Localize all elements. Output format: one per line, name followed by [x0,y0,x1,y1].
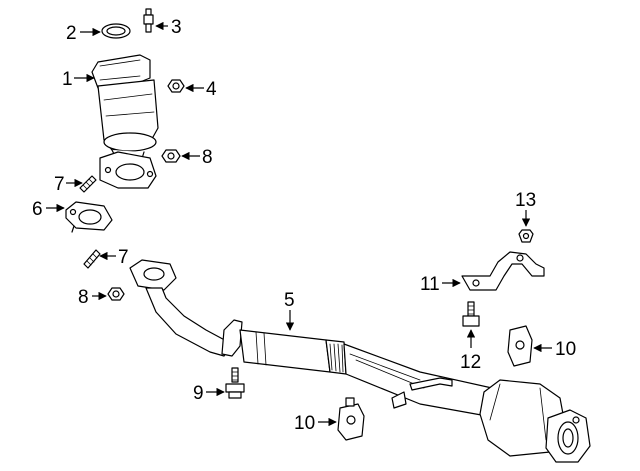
rubber-hanger-part-10-lower [337,397,365,441]
catalytic-converter-part [91,54,159,189]
callout-10-lower: 10 [294,413,315,434]
rubber-hanger-part-10-right [507,325,533,367]
callout-6: 6 [32,199,43,220]
gasket-ring-part [101,23,131,39]
callout-7-lower: 7 [118,247,129,268]
callout-11: 11 [420,274,440,295]
bolt-part-12 [462,301,480,327]
callout-labels: 2 3 1 4 8 7 6 7 8 5 9 10 10 11 12 13 [32,17,576,434]
callout-12: 12 [460,352,481,373]
callout-13: 13 [515,190,536,211]
callout-2: 2 [66,23,77,44]
callout-8-lower: 8 [78,287,89,308]
stud-part-7-lower [83,249,101,269]
oxygen-sensor-part [143,8,154,33]
callout-9: 9 [193,383,204,404]
callout-3: 3 [171,17,182,38]
exhaust-pipe-part [129,259,591,463]
nut-part-8-upper [161,149,181,163]
nut-part-8-lower [107,287,125,301]
callout-5: 5 [284,290,295,311]
bracket-part-11 [461,251,545,291]
nut-part-13 [518,229,534,243]
stud-part-7-upper [79,175,97,193]
bolt-part-9 [225,367,245,399]
nut-part-4 [167,79,185,93]
leader-lines [46,21,552,427]
callout-8-upper: 8 [202,147,213,168]
callout-10-right: 10 [555,339,576,360]
flange-gasket-part [65,201,113,233]
callout-1: 1 [62,69,73,90]
callout-4: 4 [206,79,217,100]
callout-7-upper: 7 [54,174,65,195]
